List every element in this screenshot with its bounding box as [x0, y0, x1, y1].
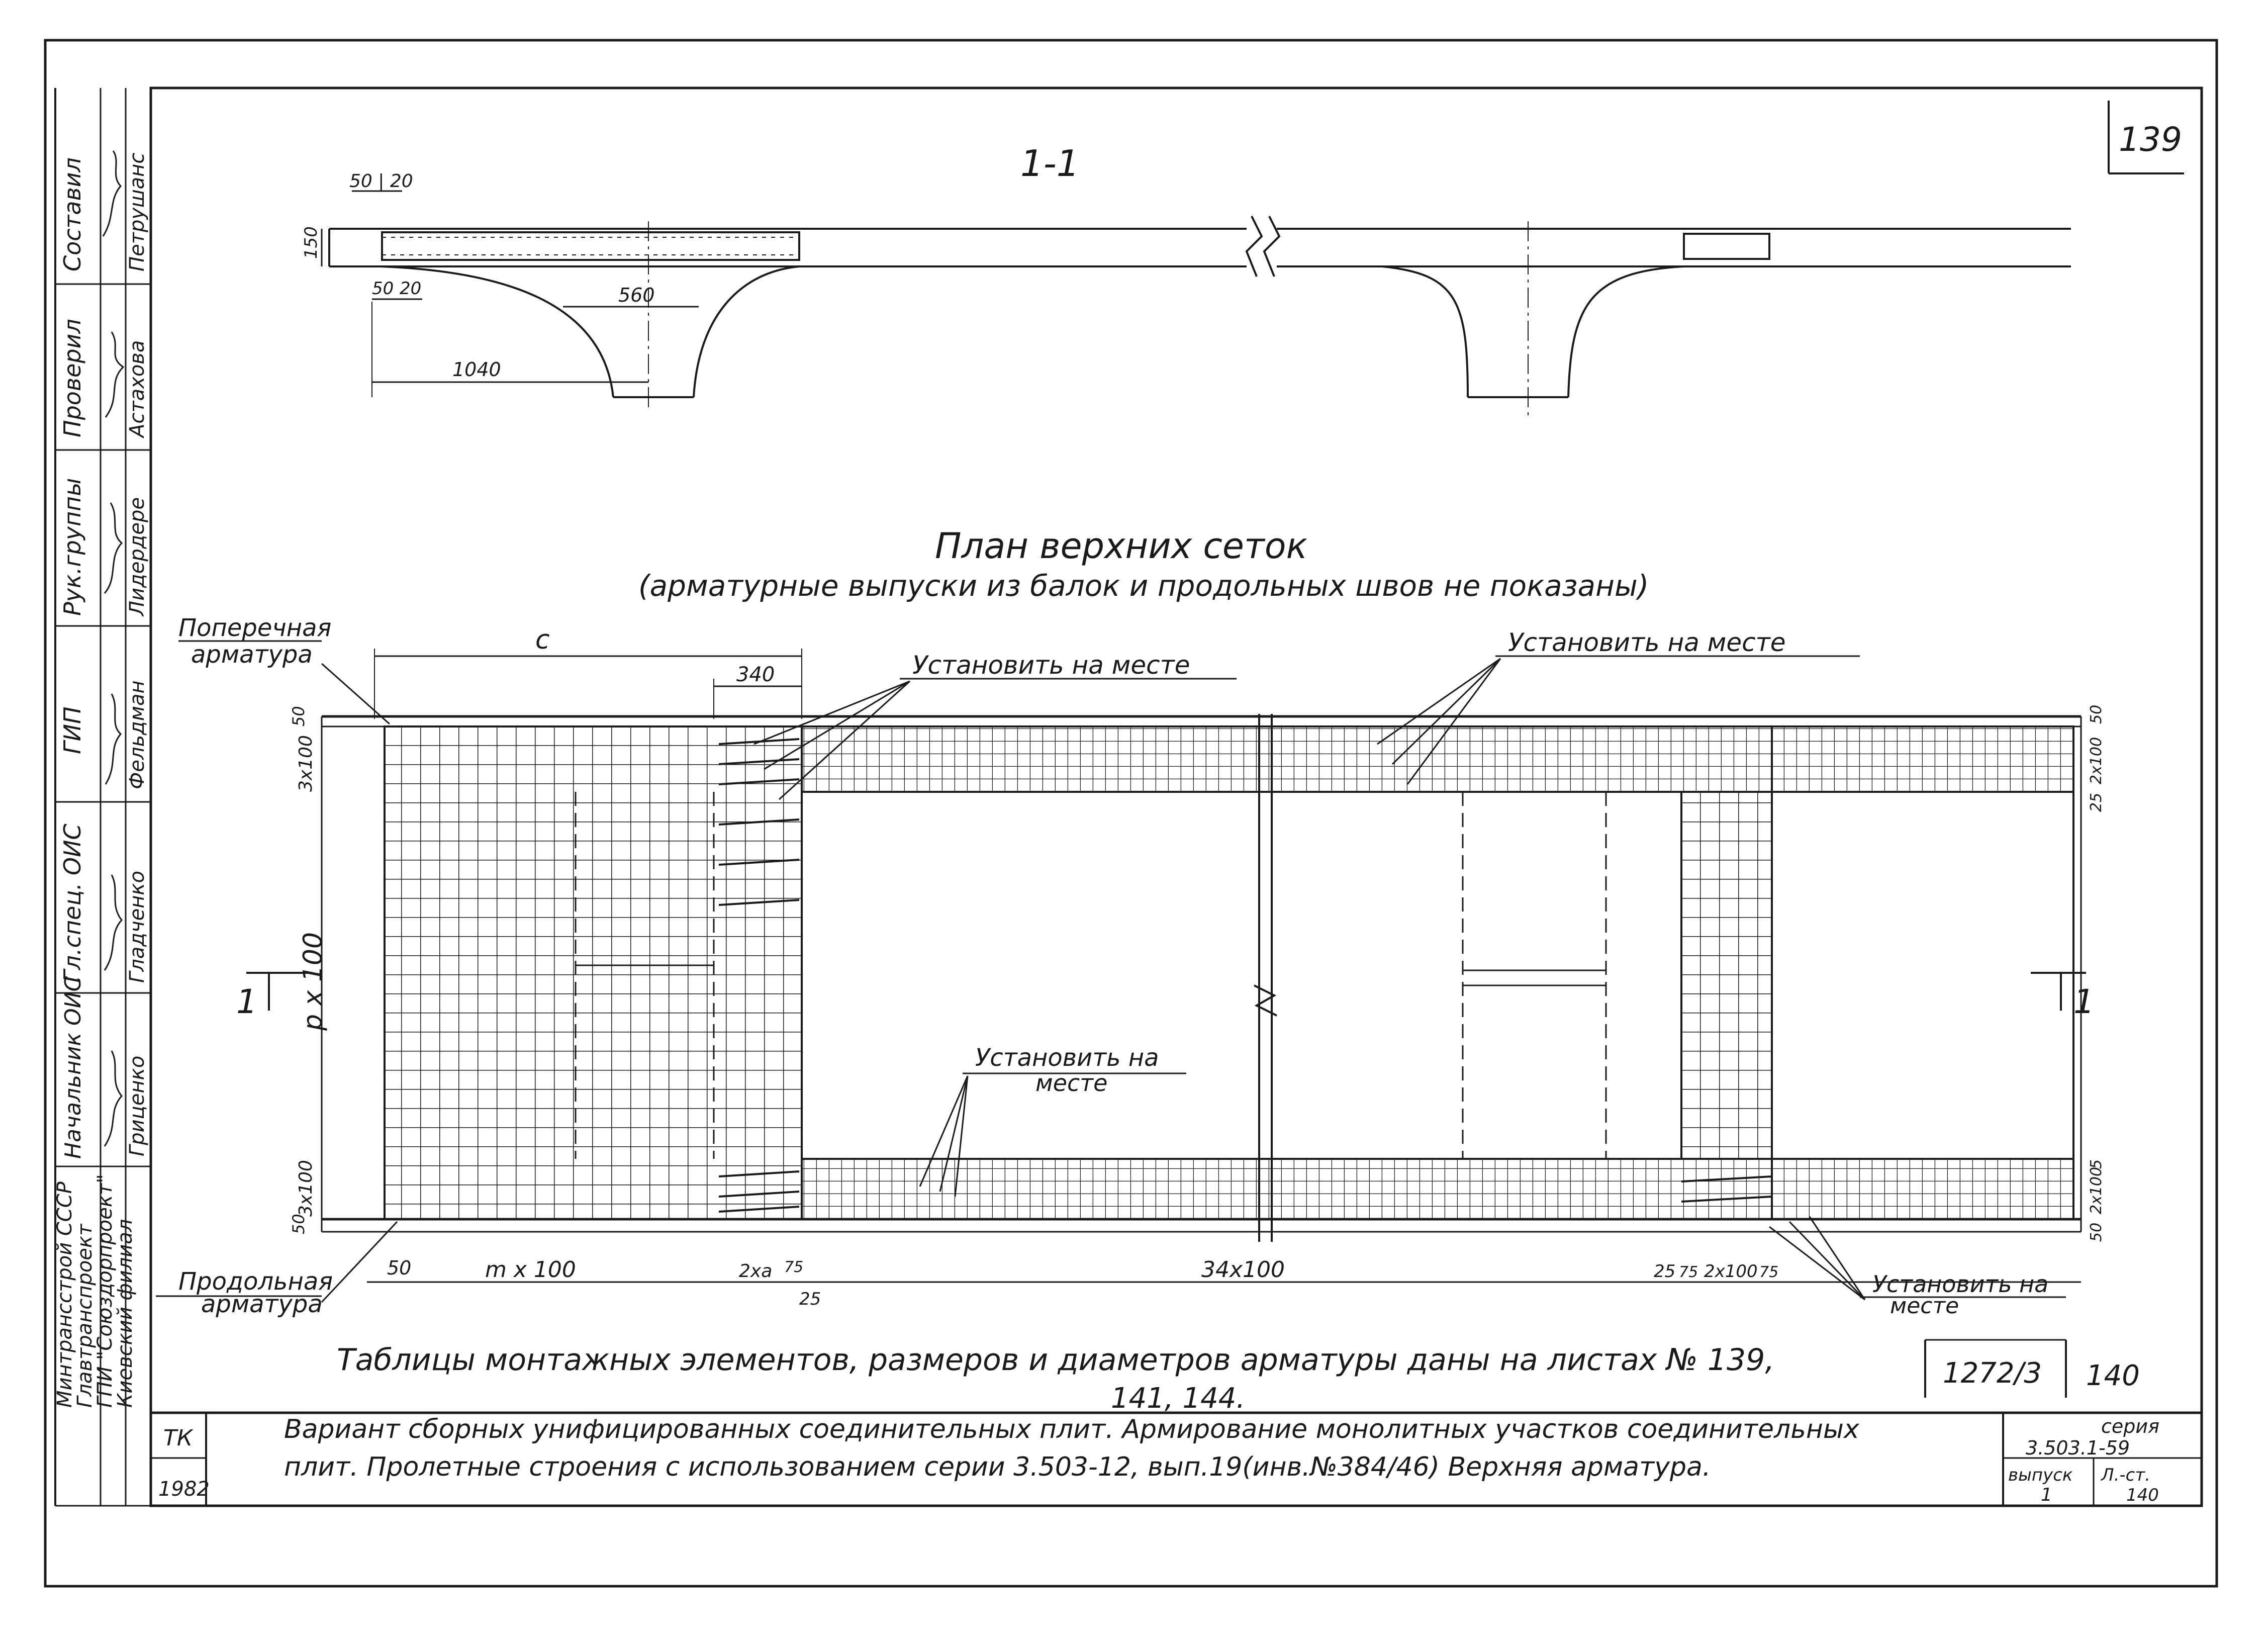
sheet-label: Л.-ст. [2100, 1465, 2150, 1485]
name-1: Петрушанс [126, 153, 149, 271]
label-install-top-right: Установить на месте [1508, 628, 1786, 657]
dim-2x100-bottom: 2x100 [1704, 1261, 1758, 1282]
beam-right [1382, 265, 1684, 398]
section-1-1: 1-1 50 | 20 150 50 20 560 [301, 142, 2071, 417]
dim-3x100-top: 3x100 [296, 735, 316, 792]
role-6: Начальник ОИС [60, 976, 86, 1159]
opening-right [1771, 791, 2074, 1160]
series-label: серия [2101, 1415, 2159, 1437]
signature-1 [102, 150, 122, 237]
dim-560: 560 [618, 284, 655, 306]
section-mark-right: 1 [2073, 982, 2095, 1021]
dim-3x100-bottom: 3x100 [296, 1160, 316, 1217]
signature-3 [104, 502, 123, 594]
dim-340: 340 [736, 663, 775, 686]
issue-value: 1 [2041, 1485, 2052, 1505]
section-mark-left: 1 [236, 982, 257, 1021]
org-line-4: Киевский филиал [114, 1219, 137, 1408]
dim-25-right: 25 [1654, 1261, 1675, 1282]
series-value: 3.503.1-59 [2026, 1437, 2130, 1459]
signature-4 [105, 693, 122, 785]
drawing-code: 1272/3 [1943, 1357, 2042, 1390]
description-line-2: плит. Пролетные строения с использование… [284, 1452, 1711, 1482]
name-6: Гриценко [126, 1056, 149, 1156]
description-line-1: Вариант сборных унифицированных соединит… [284, 1414, 1860, 1444]
signature-5 [104, 874, 123, 971]
outer-frame [44, 39, 2218, 1588]
org-line-1: Минтрансстрой СССР [53, 1181, 76, 1408]
dim-mx100: m x 100 [485, 1257, 576, 1283]
dim-75-mid: 75 [1679, 1263, 1698, 1281]
label-install-middle: Установить на [975, 1044, 1159, 1072]
section-mesh-left [381, 231, 800, 261]
dim-1040: 1040 [452, 358, 501, 381]
dim-25-left: 25 [799, 1289, 821, 1309]
dim-50-20: 50 | 20 [349, 171, 413, 192]
signature-6 [104, 1050, 123, 1147]
label-longitudinal-2: арматура [201, 1290, 323, 1318]
section-mesh-right [1683, 233, 1770, 260]
name-4: Фельдман [126, 680, 149, 789]
org-line-2: Главтранспроект [73, 1223, 97, 1408]
tk-label: ТК [163, 1425, 194, 1451]
name-3: Лидердере [126, 497, 149, 617]
plan-title: План верхних сеток [935, 525, 1307, 567]
inner-frame [149, 86, 2203, 1507]
dim-75-left: 75 [784, 1258, 803, 1276]
dim-2x100-bottom-right: 2x100 [2088, 1167, 2105, 1214]
dim-px100: p x 100 [298, 932, 328, 1031]
label-install-top-left: Установить на месте [912, 651, 1190, 680]
beam-left [382, 265, 800, 398]
tables-note-line-1: Таблицы монтажных элементов, размеров и … [337, 1342, 1774, 1378]
dim-25-top-right: 25 [2088, 793, 2105, 812]
plan-top-meshes: 1 1 Поперечная арматура Продольная армат… [156, 614, 2105, 1319]
page-number-box: 139 [2108, 101, 2184, 174]
dim-50-bottom-left: 50 [289, 1214, 308, 1234]
year: 1982 [158, 1478, 210, 1501]
mesh-left-block [384, 725, 803, 1220]
dim-2x100-top-right: 2x100 [2088, 737, 2105, 784]
role-5: Гл.спец. ОИС [59, 824, 86, 983]
dim-50-top-left: 50 [289, 706, 308, 726]
dim-5-right: 5 [2088, 1159, 2105, 1169]
role-3: Рук.группы [59, 478, 86, 616]
label-transverse-2: арматура [191, 641, 313, 669]
dim-20-bottom: 20 [400, 279, 421, 299]
break-mark-plan [1254, 984, 1277, 1017]
tables-note-line-2: 141, 144. [1111, 1382, 1245, 1415]
dim-50-bottom: 50 [372, 279, 394, 299]
role-1: Составил [59, 157, 86, 271]
dim-150: 150 [301, 226, 321, 259]
issue-label: выпуск [2008, 1465, 2073, 1485]
bottom-title-block: ТК 1982 Вариант сборных унифицированных … [151, 1411, 2202, 1506]
page-number: 139 [2119, 120, 2182, 159]
role-2: Проверил [59, 319, 86, 437]
org-line-3: ГПИ "Союздорпроект" [93, 1174, 117, 1408]
label-longitudinal: Продольная [178, 1267, 333, 1296]
dim-c: с [535, 625, 550, 655]
dim-2xa: 2xa [739, 1261, 772, 1282]
break-mark-section [1245, 216, 1263, 277]
dim-50-top-right: 50 [2088, 705, 2105, 724]
role-4: ГИП [59, 706, 86, 754]
signature-2 [105, 331, 125, 418]
sheet-code: 140 [2086, 1359, 2140, 1392]
section-label: 1-1 [1020, 142, 1080, 185]
code-boxes: 1272/3 140 [1924, 1339, 2140, 1398]
left-title-strip: Составил Петрушанс Проверил Астахова Рук… [53, 88, 151, 1507]
dim-50-bottom-row: 50 [387, 1257, 411, 1279]
name-5: Гладченко [126, 871, 149, 983]
name-2: Астахова [126, 340, 149, 439]
label-install-bottom-right: Установить на [1872, 1270, 2048, 1298]
plan-subtitle: (арматурные выпуски из балок и продольны… [638, 569, 1649, 603]
dim-75-right: 75 [1759, 1263, 1778, 1281]
label-transverse: Поперечная [178, 614, 331, 642]
mesh-column-strip [1680, 791, 1773, 1160]
sheet-value: 140 [2126, 1485, 2159, 1505]
dim-34x100: 34x100 [1201, 1257, 1285, 1283]
dim-50-bottom-right: 50 [2088, 1223, 2105, 1242]
